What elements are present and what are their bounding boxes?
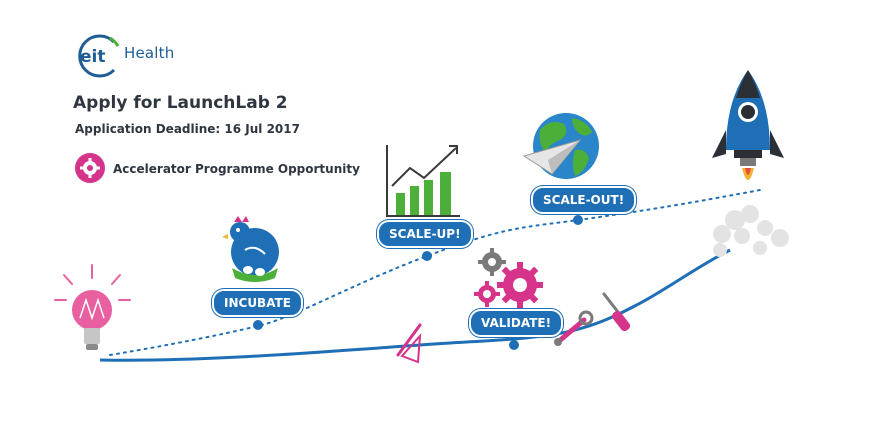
milestone-dot-scale-up: [422, 251, 432, 261]
milestone-dot-incubate: [253, 320, 263, 330]
stage-label-validate: VALIDATE!: [469, 309, 564, 337]
gear-badge-icon: [75, 153, 105, 183]
milestone-dot-scale-out: [573, 215, 583, 225]
stage-label-incubate: INCUBATE: [212, 289, 303, 317]
eit-health-logo: eit: [70, 32, 210, 80]
stage-label-scale-out: SCALE-OUT!: [531, 186, 637, 214]
screwdriver-icon: [602, 292, 631, 332]
journey-path: [99, 248, 731, 362]
gears-icon: [474, 248, 543, 308]
stage-label-scale-up: SCALE-UP!: [377, 220, 473, 248]
compass-icon: [396, 323, 422, 364]
opportunity-label: Accelerator Programme Opportunity: [113, 162, 360, 176]
wrench-icon: [554, 310, 594, 346]
progression-dotted-path: [109, 189, 761, 356]
application-deadline: Application Deadline: 16 Jul 2017: [75, 122, 300, 136]
paper-plane-icon: [522, 139, 582, 175]
bar-chart-icon: [386, 145, 460, 217]
lightbulb-icon: [54, 264, 131, 350]
eit-logo-mark-icon: eit: [78, 34, 120, 78]
logo-mark-text: eit: [80, 47, 105, 67]
smoke-cloud: [713, 205, 789, 257]
milestone-dot-validate: [509, 340, 519, 350]
logo-word: Health: [124, 44, 175, 62]
page-title: Apply for LaunchLab 2: [73, 93, 288, 113]
rocket-icon: [712, 70, 784, 180]
hen-icon: [222, 216, 279, 282]
